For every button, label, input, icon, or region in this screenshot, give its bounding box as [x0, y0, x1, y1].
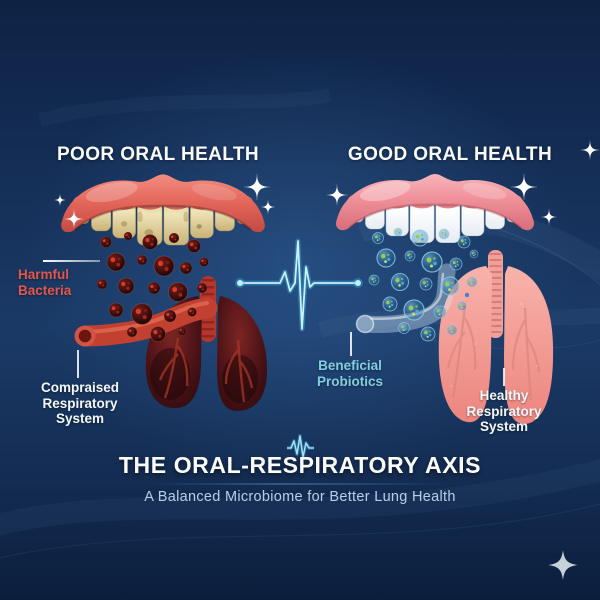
healthy-lungs-illustration — [355, 250, 554, 425]
harmful-bacteria-pointer-line — [43, 260, 100, 262]
harmful-bacteria-label: Harmful Bacteria — [18, 267, 72, 298]
upper-lip — [336, 174, 534, 231]
left-section-title: POOR ORAL HEALTH — [56, 144, 260, 165]
healthy-system-pointer-line — [503, 368, 505, 386]
footer-ekg-divider — [160, 434, 440, 459]
footer-heading: THE ORAL-RESPIRATORY AXIS — [118, 452, 482, 478]
footer-heading-underline — [150, 483, 450, 485]
right-section-title: GOOD ORAL HEALTH — [347, 144, 553, 165]
upper-lip — [61, 174, 265, 233]
beneficial-probiotics-pointer-line — [350, 332, 352, 356]
heartbeat-ekg-icon — [235, 238, 363, 332]
beneficial-probiotics-label: Beneficial Probiotics — [316, 358, 383, 389]
footer-subtitle: A Balanced Microbiome for Better Lung He… — [144, 489, 456, 505]
healthy-system-label: Healthy Respiratory System — [466, 388, 542, 435]
compromised-system-label: Compraised Respiratory System — [40, 380, 120, 427]
poor-oral-health-mouth — [61, 174, 265, 246]
corner-sparkle-icon — [548, 550, 578, 580]
diseased-lungs-illustration — [74, 276, 268, 411]
compromised-system-pointer-line — [77, 350, 79, 378]
